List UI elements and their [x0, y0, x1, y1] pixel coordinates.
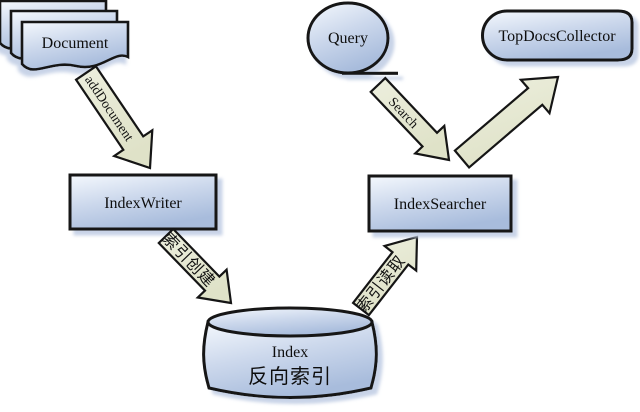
document-page-front [20, 20, 130, 71]
index-store-node: Index 反向索引 [202, 306, 378, 399]
index-store-lid [206, 306, 374, 338]
document-label: Document [42, 35, 109, 52]
indexwriter-box [68, 173, 218, 231]
query-node: Query [306, 1, 398, 75]
indexsearcher-node: IndexSearcher [367, 174, 513, 233]
index-store-label: Index [272, 344, 308, 361]
adddocument-arrow-label: addDocument [82, 73, 137, 144]
edge-search: Search [369, 76, 451, 162]
index-read-arrow-label: 索引读取 [353, 252, 409, 317]
edge-index-create: 索引创建 [157, 227, 233, 305]
indexsearcher-label: IndexSearcher [394, 196, 487, 213]
document-node: Document [0, 0, 130, 71]
search-arrow [369, 76, 451, 162]
index-read-arrow [351, 235, 419, 317]
collect-arrow [453, 75, 560, 169]
index-store-sublabel: 反向索引 [248, 365, 332, 388]
edge-adddocument: addDocument [74, 64, 154, 170]
query-label: Query [328, 30, 368, 47]
topdocscollector-shape [481, 9, 634, 62]
indexwriter-label: IndexWriter [104, 195, 182, 212]
edge-collect [453, 75, 560, 169]
indexsearcher-box [367, 174, 513, 233]
index-create-arrow-label: 索引创建 [159, 230, 219, 291]
index-create-arrow [157, 227, 233, 305]
topdocscollector-label: TopDocsCollector [498, 28, 616, 45]
index-store-body [202, 320, 378, 399]
adddocument-arrow [74, 64, 154, 170]
indexwriter-node: IndexWriter [68, 173, 218, 231]
topdocscollector-node: TopDocsCollector [481, 9, 634, 62]
edge-index-read: 索引读取 [351, 235, 419, 317]
